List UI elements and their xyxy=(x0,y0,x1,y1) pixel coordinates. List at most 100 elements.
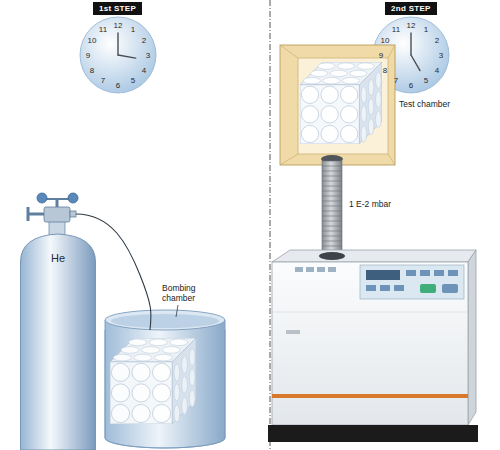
rolls-stack xyxy=(300,62,382,144)
valve-knob xyxy=(68,193,78,203)
rolls-stack xyxy=(110,338,196,424)
chamber-back xyxy=(298,58,388,154)
chamber-edge xyxy=(388,45,395,58)
clock-number: 9 xyxy=(379,51,383,60)
machine-front xyxy=(272,262,468,425)
clock-number-box: 6 xyxy=(116,81,120,90)
clock-number: 8 xyxy=(383,66,387,75)
cylinder-body xyxy=(21,234,96,450)
clock-number-box: 7 xyxy=(394,76,398,85)
clock-number: 8 xyxy=(90,66,94,75)
node-label: 2nd STEP xyxy=(391,4,431,13)
step-badge: 1st STEP xyxy=(93,2,142,15)
chamber-rim xyxy=(105,310,225,330)
clock-number-box: 1 xyxy=(424,25,428,34)
clock-hand xyxy=(410,33,411,55)
brand-mark xyxy=(286,330,300,334)
pipe-body xyxy=(322,161,342,257)
clock-number-box: 2 xyxy=(435,36,439,45)
clock-number: 9 xyxy=(86,51,90,60)
clock xyxy=(80,17,156,93)
clock-number: 10 xyxy=(88,36,97,45)
panel-key xyxy=(448,270,458,276)
pipe-ribs xyxy=(322,166,342,251)
panel-seam xyxy=(272,312,468,313)
clock-face xyxy=(80,17,156,93)
chamber-edge xyxy=(280,154,298,165)
chamber-outline xyxy=(105,330,225,448)
clock-number: 6 xyxy=(116,81,120,90)
clock-number-box: 9 xyxy=(379,51,383,60)
valve-outlet xyxy=(70,211,76,217)
clock-number-box: 9 xyxy=(86,51,90,60)
machine-key xyxy=(328,267,336,272)
test-chamber xyxy=(280,45,395,165)
clock-number: 6 xyxy=(409,81,413,90)
node-label: He xyxy=(20,252,96,264)
step-divider xyxy=(270,0,271,450)
clock-number-box: 6 xyxy=(409,81,413,90)
clock-number-box: 8 xyxy=(90,66,94,75)
valve-lever xyxy=(29,213,44,216)
panel-key xyxy=(434,270,444,276)
clock-number-box: 5 xyxy=(131,76,135,85)
clock-number: 12 xyxy=(407,21,416,30)
pressure-label-box: 1 E-2 mbar xyxy=(349,199,391,209)
machine-side xyxy=(468,250,476,425)
panel-key xyxy=(406,270,416,276)
clock-number-box: 4 xyxy=(142,66,146,75)
chamber-body xyxy=(105,320,225,448)
machine-key xyxy=(306,267,314,272)
panel-key xyxy=(380,285,390,291)
clock-number-box: 5 xyxy=(424,76,428,85)
clock-number: 5 xyxy=(424,76,428,85)
chamber-opening xyxy=(111,314,219,328)
clock-number-box: 11 xyxy=(392,25,400,34)
clock-number-box: 2 xyxy=(142,36,146,45)
clock-number: 4 xyxy=(142,66,146,75)
clock-number-box: 1 xyxy=(131,25,135,34)
clock-number-box: 3 xyxy=(439,51,443,60)
clock-number: 2 xyxy=(435,36,439,45)
clock-number: 2 xyxy=(142,36,146,45)
bombing-chamber xyxy=(105,310,225,448)
clock-number: 5 xyxy=(131,76,135,85)
chamber-edge xyxy=(280,45,298,58)
clock-number: 1 xyxy=(424,25,428,34)
part-label-box: Bombing chamber xyxy=(162,283,210,303)
chamber-edge xyxy=(388,154,395,165)
machine-top xyxy=(272,250,476,262)
clock-number: 12 xyxy=(114,21,123,30)
valve-lever xyxy=(27,207,30,221)
clock-number-box: 7 xyxy=(101,76,105,85)
valve-stem xyxy=(56,199,59,207)
panel-key xyxy=(366,285,376,291)
part-label: Test chamber xyxy=(399,99,450,109)
cylinder-outline xyxy=(20,232,96,450)
panel-display xyxy=(366,270,400,280)
clock-number-box: 11 xyxy=(99,25,107,34)
clock-hand xyxy=(411,55,420,71)
clock-number-box: 10 xyxy=(381,36,390,45)
pressure-label: 1 E-2 mbar xyxy=(349,199,391,209)
chamber-frame xyxy=(280,45,395,165)
machine-key xyxy=(317,267,325,272)
clock-number-box: 12 xyxy=(407,21,416,30)
leader-line xyxy=(176,305,178,317)
gas-cylinder: He xyxy=(20,232,96,450)
panel-key xyxy=(394,285,404,291)
machine-base xyxy=(268,425,478,442)
clock-number-box: 3 xyxy=(146,51,150,60)
clock-number-box: 10 xyxy=(88,36,97,45)
leak-detector xyxy=(268,250,478,442)
valve-knob xyxy=(37,193,47,203)
clock-hand xyxy=(118,55,136,58)
clock-number-box: 12 xyxy=(114,21,123,30)
clock-number: 11 xyxy=(99,25,107,34)
clock-number-box: 4 xyxy=(435,66,439,75)
clock-number: 4 xyxy=(435,66,439,75)
part-label: Bombing chamber xyxy=(162,283,210,303)
clock-number: 7 xyxy=(394,76,398,85)
node-label: 1st STEP xyxy=(99,4,136,13)
